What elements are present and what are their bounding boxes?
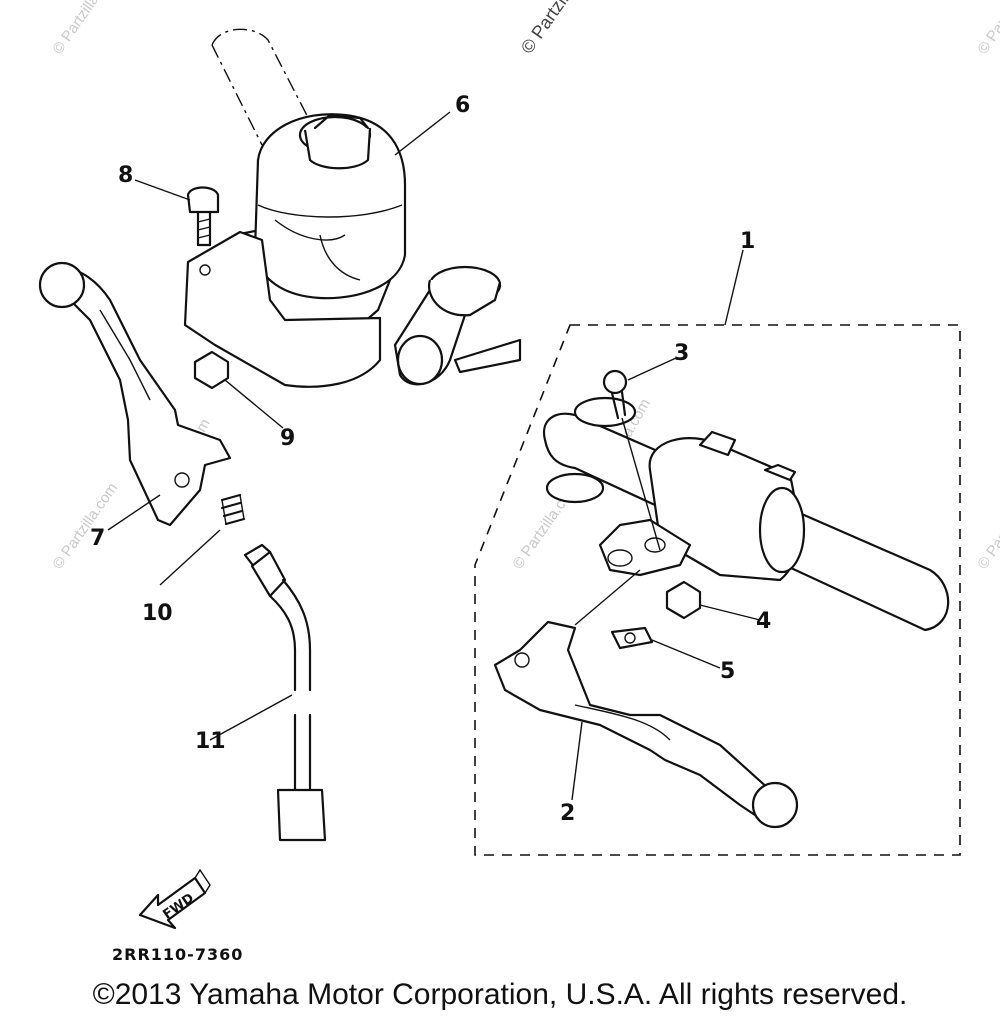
fwd-arrow-icon: FWD bbox=[138, 868, 211, 930]
callouts: 1 2 3 4 5 6 7 8 9 10 11 bbox=[90, 93, 771, 826]
callout-10: 10 bbox=[142, 601, 173, 626]
callout-1: 1 bbox=[740, 229, 755, 254]
copyright-notice: ©2013 Yamaha Motor Corporation, U.S.A. A… bbox=[92, 978, 908, 1011]
watermark: © Partzilla.com bbox=[517, 0, 603, 57]
watermark: © Partzilla.com bbox=[49, 480, 121, 573]
clutch-cable bbox=[243, 543, 327, 842]
leader-lines bbox=[107, 111, 761, 801]
callout-5: 5 bbox=[720, 659, 735, 684]
lever-holder-assembly bbox=[474, 324, 961, 856]
watermark: © Partzilla.com bbox=[974, 480, 1000, 573]
callout-9: 9 bbox=[280, 426, 295, 451]
watermark: © Partzilla.com bbox=[974, 0, 1000, 57]
callout-6: 6 bbox=[455, 93, 470, 118]
callout-3: 3 bbox=[674, 341, 689, 366]
callout-4: 4 bbox=[756, 609, 771, 634]
callout-7: 7 bbox=[90, 526, 105, 551]
callout-2: 2 bbox=[560, 801, 575, 826]
clutch-lever bbox=[38, 261, 232, 527]
switch-housing-assembly bbox=[183, 28, 522, 390]
drawing-code: 2RR110-7360 bbox=[112, 945, 243, 964]
callout-8: 8 bbox=[118, 163, 133, 188]
watermark: © Partzilla.com bbox=[49, 0, 121, 57]
spring bbox=[220, 493, 246, 526]
callout-11: 11 bbox=[195, 729, 226, 754]
